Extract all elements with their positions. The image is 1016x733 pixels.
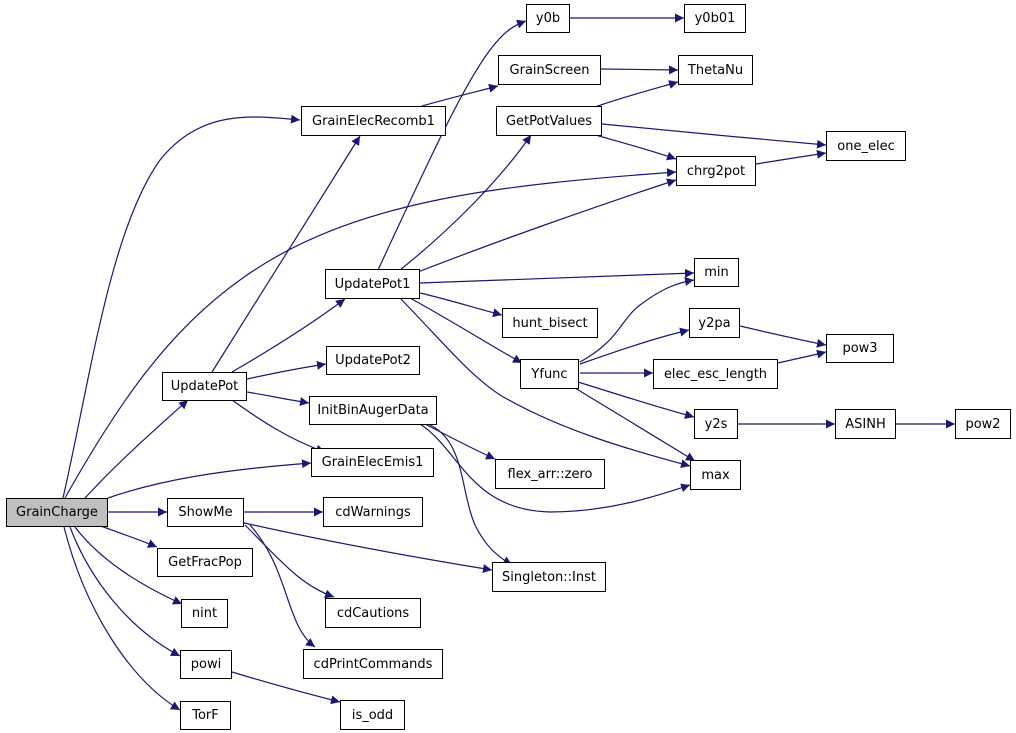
edge-grainscreen-thetanu (600, 65, 679, 75)
node-y0b[interactable]: y0b (526, 4, 570, 33)
node-pow2[interactable]: pow2 (955, 409, 1011, 439)
node-asinh[interactable]: ASINH (835, 409, 896, 439)
edge-grainelecrecomb1-grainscreen (421, 83, 499, 107)
node-y2s[interactable]: y2s (694, 409, 738, 439)
edge-updatepot1-y0b (377, 19, 527, 271)
node-pow3[interactable]: pow3 (826, 334, 894, 363)
edge-chrg2pot-one-elec (755, 149, 827, 165)
edge-elec-esc-length-pow3 (777, 349, 827, 364)
edge-updatepot-initbinaugerdata (246, 391, 310, 406)
node-one-elec[interactable]: one_elec (826, 131, 906, 161)
node-getfracpop[interactable]: GetFracPop (157, 548, 253, 577)
edge-initbinaugerdata-flex-arr-zero (424, 423, 496, 460)
edge-graincharge-getfracpop (97, 524, 158, 548)
node-updatepot[interactable]: UpdatePot (162, 372, 247, 401)
node-cdcautions[interactable]: cdCautions (325, 598, 421, 628)
edge-showme-singleton-inst (239, 521, 493, 573)
node-thetanu[interactable]: ThetaNu (678, 55, 753, 85)
node-y0b01[interactable]: y0b01 (684, 4, 746, 33)
edge-graincharge-chrg2pot (64, 168, 677, 499)
edge-updatepot1-min (419, 268, 695, 284)
edge-graincharge-grainelecemis1 (107, 459, 312, 499)
node-graincharge[interactable]: GrainCharge (6, 498, 108, 527)
node-singleton-inst[interactable]: Singleton::Inst (492, 562, 606, 592)
edge-getpotvalues-thetanu (594, 80, 679, 108)
edge-updatepot-grainelecrecomb1 (211, 135, 361, 373)
edge-updatepot1-yfunc (409, 297, 523, 364)
edge-getpotvalues-one-elec (601, 123, 827, 149)
node-elec-esc-length[interactable]: elec_esc_length (653, 359, 778, 389)
node-updatepot2[interactable]: UpdatePot2 (326, 346, 420, 375)
node-cdprintcommands[interactable]: cdPrintCommands (303, 649, 443, 679)
node-min[interactable]: min (694, 258, 739, 287)
node-yfunc[interactable]: Yfunc (520, 359, 579, 389)
edge-updatepot1-getpotvalues (399, 134, 532, 271)
edge-graincharge-updatepot (84, 399, 189, 499)
node-flex-arr-zero[interactable]: flex_arr::zero (495, 459, 605, 489)
node-grainelecemis1[interactable]: GrainElecEmis1 (311, 448, 434, 477)
edge-updatepot1-max (399, 297, 691, 469)
edge-yfunc-min (579, 276, 695, 363)
node-max[interactable]: max (690, 460, 741, 490)
node-getpotvalues[interactable]: GetPotValues (496, 106, 602, 136)
edge-yfunc-y2s (577, 381, 695, 419)
node-cdwarnings[interactable]: cdWarnings (323, 497, 423, 527)
node-showme[interactable]: ShowMe (167, 498, 244, 527)
node-initbinaugerdata[interactable]: InitBinAugerData (309, 396, 437, 425)
node-powi[interactable]: powi (180, 650, 232, 679)
edge-showme-cdcautions (244, 524, 335, 599)
edge-powi-is-odd (231, 671, 341, 705)
edge-yfunc-max (574, 387, 696, 462)
edge-initbinaugerdata-singleton-inst (427, 423, 513, 566)
edge-getpotvalues-chrg2pot (591, 133, 677, 161)
edge-updatepot-updatepot1 (231, 298, 346, 373)
edge-showme-cdprintcommands (249, 524, 316, 648)
node-hunt-bisect[interactable]: hunt_bisect (502, 308, 598, 338)
edge-initbinaugerdata-max (419, 423, 691, 513)
node-is-odd[interactable]: is_odd (340, 700, 405, 730)
node-grainelecrecomb1[interactable]: GrainElecRecomb1 (301, 106, 446, 136)
node-nint[interactable]: nint (181, 599, 228, 628)
edge-yfunc-y2pa (579, 327, 690, 365)
edge-updatepot-grainelecemis1 (231, 399, 326, 454)
node-y2pa[interactable]: y2pa (689, 308, 740, 338)
edge-graincharge-grainelecrecomb1 (62, 114, 301, 499)
node-chrg2pot[interactable]: chrg2pot (676, 156, 756, 186)
edge-updatepot-updatepot2 (246, 360, 327, 380)
node-grainscreen[interactable]: GrainScreen (498, 55, 601, 85)
edge-y2pa-pow3 (739, 325, 827, 348)
node-updatepot1[interactable]: UpdatePot1 (325, 269, 420, 299)
edge-graincharge-nint (74, 526, 183, 605)
edge-graincharge-torf (63, 526, 181, 711)
edge-graincharge-powi (69, 526, 181, 657)
edge-updatepot1-chrg2pot (417, 178, 677, 273)
node-torf[interactable]: TorF (180, 701, 231, 730)
edge-updatepot1-hunt-bisect (419, 292, 503, 318)
